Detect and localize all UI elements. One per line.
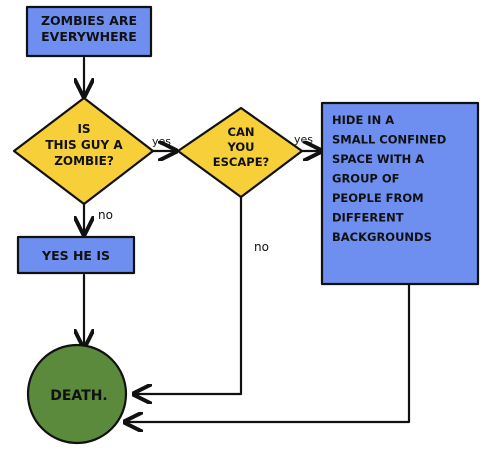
node-death-text: DEATH. [50, 388, 108, 404]
label-zombie-no: no [98, 208, 113, 222]
decision-diamond [12, 96, 155, 206]
label-escape-yes: yes [294, 133, 313, 146]
node-text-line: EVERYWHERE [41, 29, 137, 44]
node-text-line: ZOMBIES ARE [41, 13, 137, 28]
node-text-line: IS [77, 122, 90, 136]
node-text-line: HIDE IN A [332, 113, 394, 127]
node-hide-text: HIDE IN A SMALL CONFINED SPACE WITH A GROUP… [332, 113, 446, 244]
decision-diamond [176, 106, 304, 199]
node-text-line: YES HE IS [41, 248, 110, 263]
node-text-line: DIFFERENT [332, 211, 404, 225]
process-box [320, 101, 480, 286]
node-yes-he-is: YES HE IS [16, 235, 136, 275]
node-text-line: YOU [226, 140, 254, 154]
node-text-line: SMALL CONFINED [332, 133, 446, 147]
node-text-line: SPACE WITH A [332, 152, 424, 166]
node-hide: HIDE IN A SMALL CONFINED SPACE WITH A GROUP… [320, 101, 480, 286]
node-text-line: BACKGROUNDS [332, 230, 432, 244]
label-zombie-yes: yes [152, 135, 171, 148]
process-box [16, 235, 136, 275]
terminal-circle [26, 343, 128, 445]
node-text-line: PEOPLE FROM [332, 191, 424, 205]
node-is-zombie: IS THIS GUY A ZOMBIE? [12, 96, 155, 206]
node-text-line: CAN [228, 125, 255, 139]
label-escape-no: no [254, 240, 269, 254]
edge-escape-to-death [134, 195, 243, 394]
node-text-line: ESCAPE? [213, 155, 269, 169]
edge-hide-to-death [125, 282, 411, 422]
node-yes-he-is-text: YES HE IS [41, 248, 110, 263]
node-death: DEATH. [26, 343, 128, 445]
node-text-line: ZOMBIE? [54, 154, 114, 168]
node-is-zombie-text: IS THIS GUY A ZOMBIE? [45, 122, 123, 168]
node-text-line: DEATH. [50, 388, 108, 404]
process-box [25, 5, 153, 58]
edges [84, 56, 411, 422]
node-text-line: THIS GUY A [45, 138, 123, 152]
node-text-line: GROUP OF [332, 172, 399, 186]
